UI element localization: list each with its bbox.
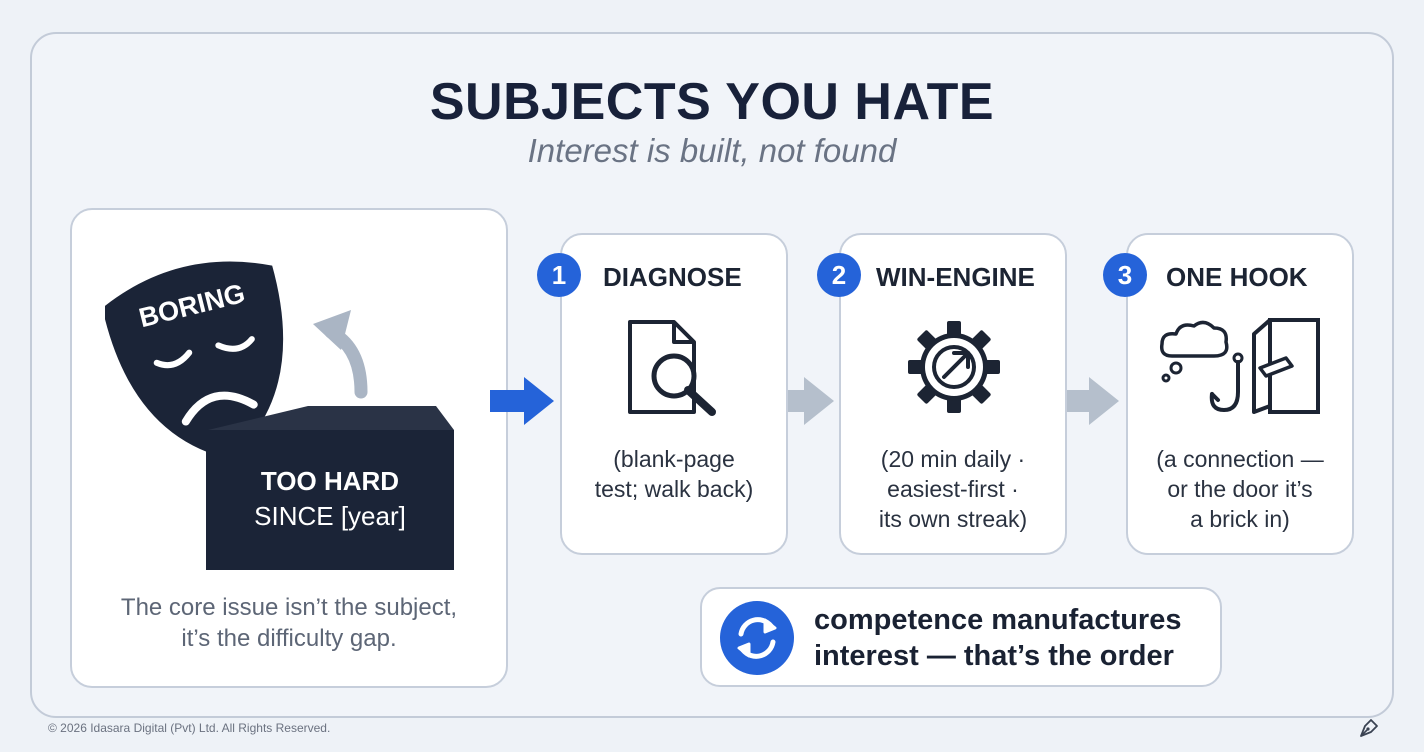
blue-arrow-icon [490, 377, 554, 425]
step-text-line: (20 min daily · [880, 446, 1026, 472]
caption-line1: The core issue isn’t the subject, [120, 594, 458, 621]
gear-arrow-icon [908, 321, 1000, 413]
step-text-line: test; walk back) [594, 476, 754, 502]
box-label: TOO HARD SINCE [year] [206, 466, 454, 532]
box-label-line2: SINCE [year] [254, 501, 406, 531]
summary-text: competence manufactures interest — that’… [814, 602, 1181, 674]
curved-arrow-icon [313, 310, 368, 399]
step-number-badge: 3 [1103, 253, 1147, 297]
step-description: (20 min daily · easiest-first · its own … [839, 444, 1067, 534]
pen-nib-icon [1360, 719, 1378, 737]
step-description: (a connection — or the door it’s a brick… [1126, 444, 1354, 534]
step-text-line: its own streak) [878, 506, 1028, 532]
sad-mask-icon: BORING [105, 256, 289, 465]
caption-line2: it’s the difficulty gap. [181, 625, 397, 652]
page-title: SUBJECTS YOU HATE [429, 73, 995, 131]
step-text-line: or the door it’s [1167, 476, 1313, 502]
box-label-line1: TOO HARD [260, 466, 400, 496]
summary-line1: competence manufactures [814, 604, 1182, 636]
page-subtitle: Interest is built, not found [527, 132, 897, 169]
step-text-line: (a connection — [1156, 446, 1324, 472]
hook-door-icon [1159, 318, 1320, 414]
too-hard-box-icon [206, 406, 454, 570]
gray-arrow-icon [1055, 377, 1119, 425]
document-search-icon [628, 320, 716, 416]
step-text-line: easiest-first · [887, 476, 1019, 502]
step-text-line: (blank-page [613, 446, 735, 472]
step-title: ONE HOOK [1166, 262, 1308, 292]
step-title: WIN-ENGINE [876, 262, 1035, 292]
step-text-line: a brick in) [1190, 506, 1290, 532]
footer-copyright: © 2026 Idasara Digital (Pvt) Ltd. All Ri… [48, 721, 331, 735]
step-description: (blank-page test; walk back) [560, 444, 788, 504]
step-number-badge: 1 [537, 253, 581, 297]
step-title: DIAGNOSE [603, 262, 742, 292]
refresh-cycle-icon [720, 601, 794, 675]
core-issue-caption: The core issue isn’t the subject, it’s t… [70, 592, 508, 654]
step-number-badge: 2 [817, 253, 861, 297]
summary-line2: interest — that’s the order [814, 640, 1174, 672]
gray-arrow-icon [770, 377, 834, 425]
